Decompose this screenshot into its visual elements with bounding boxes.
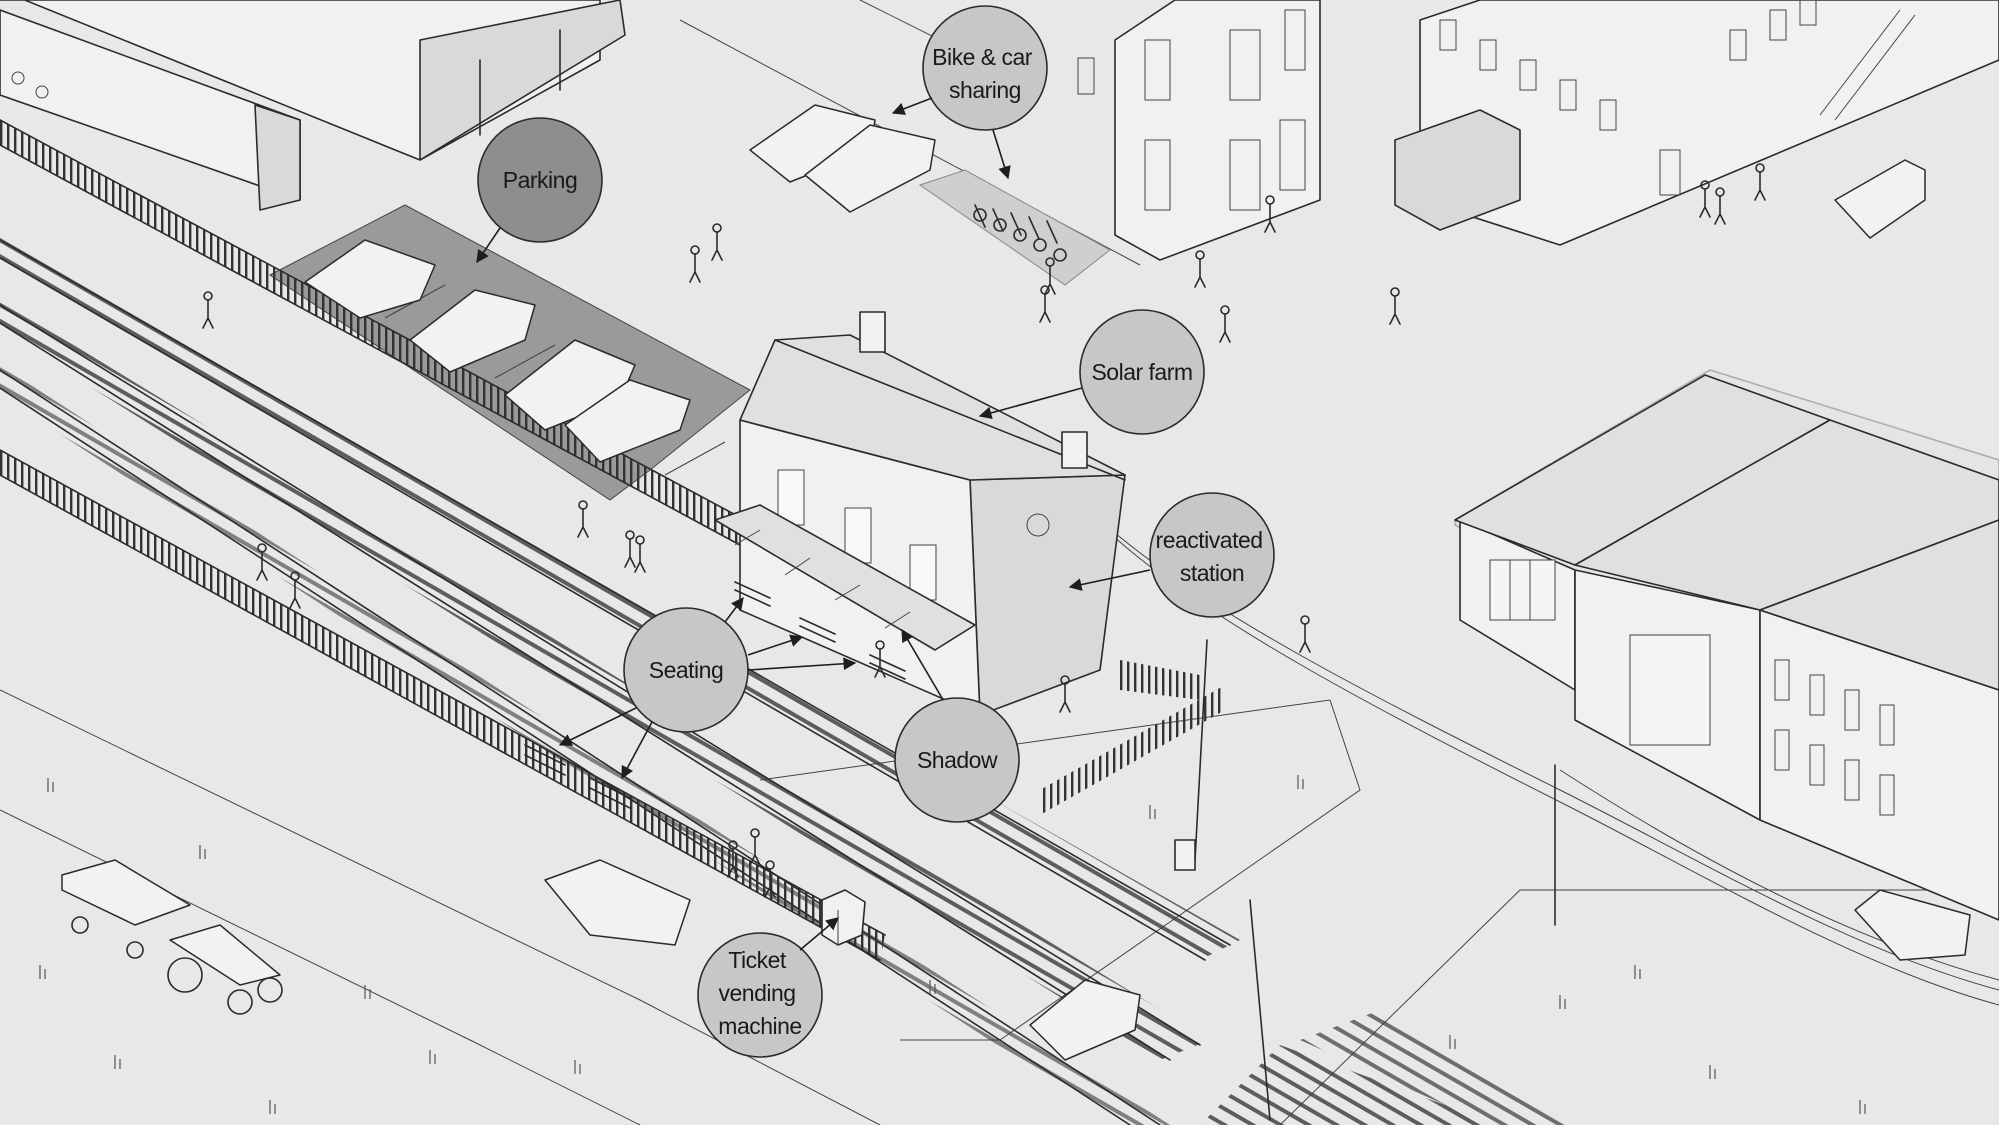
label-reactivated-station-text: reactivated station xyxy=(1156,527,1269,586)
house-topright xyxy=(1394,0,1999,246)
crossing-poles xyxy=(1174,639,1556,1121)
car-crossing xyxy=(1029,979,1141,1061)
car-sharing-2 xyxy=(804,124,936,213)
pedestrians xyxy=(202,163,1766,898)
warehouse-topleft xyxy=(0,0,626,161)
ticket-machine-structure xyxy=(821,889,866,946)
label-seating-text: Seating xyxy=(649,657,724,683)
pickup-topright xyxy=(1834,159,1926,239)
label-bike-car-sharing-text: Bike & car sharing xyxy=(932,44,1038,103)
label-parking: Parking xyxy=(476,117,603,264)
car-parking-3 xyxy=(564,379,691,463)
grass-tufts xyxy=(39,775,1866,1114)
label-ticket-vending-machine: Ticket vending machine xyxy=(697,917,839,1058)
label-bike-car-sharing: Bike & car sharing xyxy=(891,5,1048,180)
label-solar-farm: Solar farm xyxy=(978,309,1205,435)
freight-wagon xyxy=(0,9,301,211)
pickup-bottom xyxy=(544,859,691,946)
car-bottomright xyxy=(1854,889,1971,961)
car-parking-1 xyxy=(409,289,536,373)
label-shadow-text: Shadow xyxy=(917,747,998,773)
bike-sharing-dock xyxy=(918,169,1111,286)
church-building xyxy=(1077,0,1321,261)
tractor-trailer xyxy=(61,859,283,1015)
pickup-parking xyxy=(304,239,436,319)
barn-building-right xyxy=(1454,369,1999,921)
label-ticket-vending-machine-text: Ticket vending machine xyxy=(718,947,801,1039)
fence-station-yard xyxy=(1040,660,1225,815)
station-building xyxy=(714,311,1126,716)
label-parking-text: Parking xyxy=(503,167,577,193)
label-solar-farm-text: Solar farm xyxy=(1091,359,1192,385)
benches xyxy=(524,581,906,809)
fence-front xyxy=(0,449,886,961)
label-shadow: Shadow xyxy=(894,628,1020,823)
label-reactivated-station: reactivated station xyxy=(1068,492,1275,618)
label-seating: Seating xyxy=(558,596,857,780)
vehicles xyxy=(61,104,1971,1061)
